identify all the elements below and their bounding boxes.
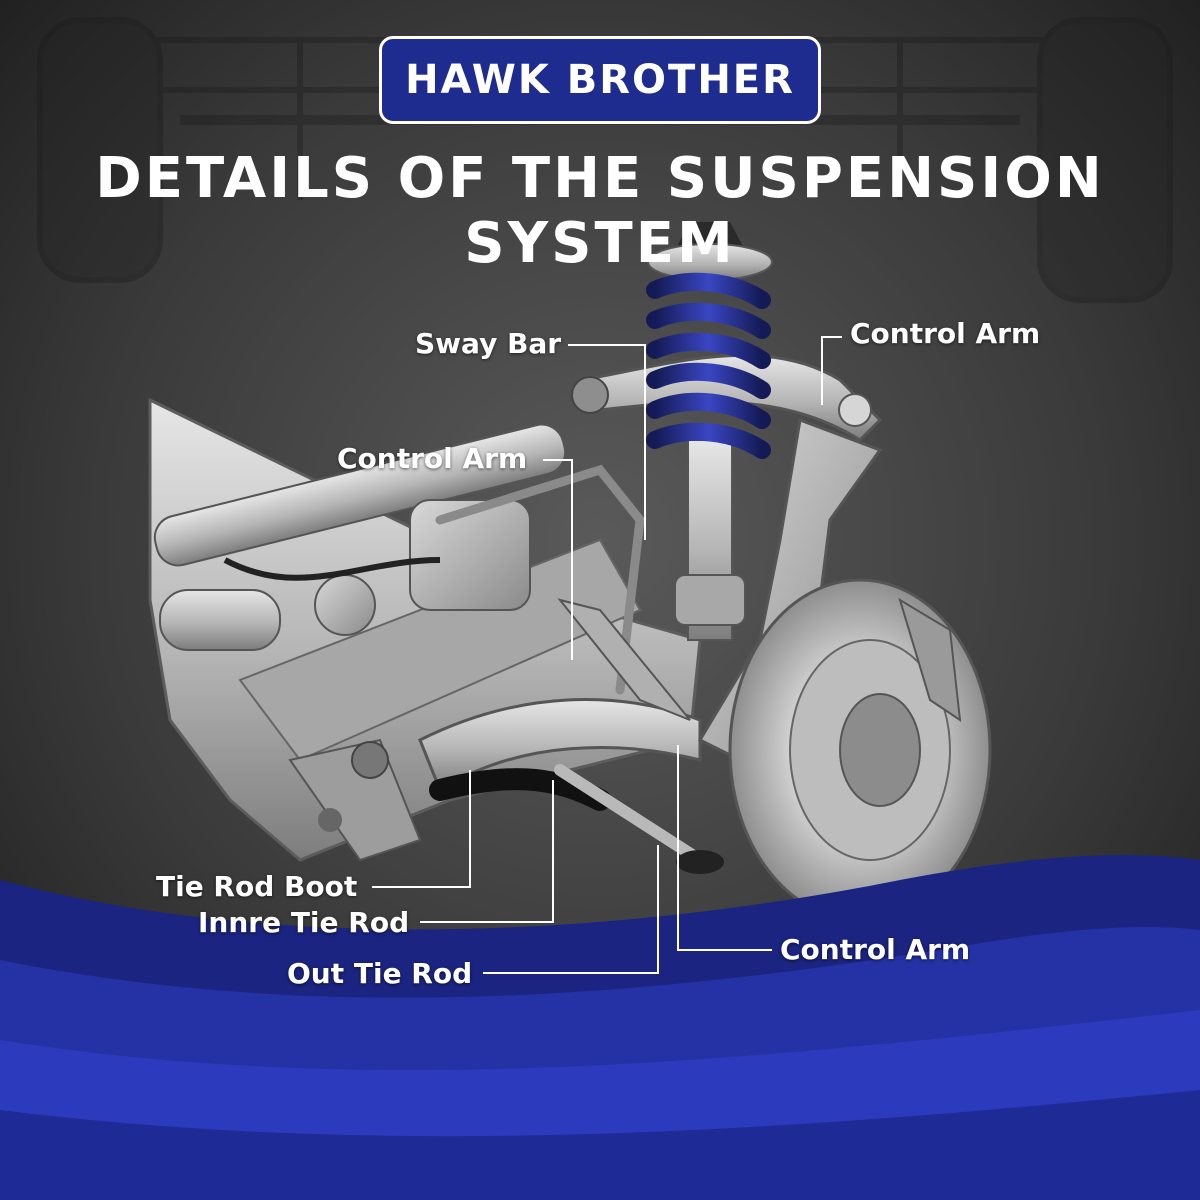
label-inner-tie-rod: Innre Tie Rod bbox=[198, 906, 410, 939]
brake-disc bbox=[728, 578, 992, 922]
leader-line-outer-tie-rod bbox=[483, 845, 659, 974]
leader-lines bbox=[372, 336, 842, 974]
label-control-arm-upper-right: Control Arm bbox=[850, 317, 1041, 350]
label-sway-bar: Sway Bar bbox=[415, 327, 562, 360]
label-control-arm-upper-left: Control Arm bbox=[337, 442, 528, 475]
brand-name: HAWK BROTHER bbox=[405, 57, 795, 103]
leader-line-control-arm-upper-right bbox=[821, 336, 842, 405]
label-tie-rod-boot: Tie Rod Boot bbox=[156, 870, 358, 903]
leader-line-sway-bar bbox=[568, 344, 646, 540]
leader-line-inner-tie-rod bbox=[420, 780, 554, 923]
leader-line-tie-rod-boot bbox=[372, 770, 471, 888]
coil-spring bbox=[646, 272, 771, 459]
leader-line-control-arm-upper-left bbox=[543, 459, 573, 660]
bottom-wave-decoration bbox=[0, 855, 1200, 1200]
brand-badge: HAWK BROTHER bbox=[379, 36, 821, 124]
leader-line-control-arm-lower bbox=[677, 745, 772, 951]
steering-rack bbox=[153, 423, 567, 651]
tie-rod bbox=[429, 764, 724, 874]
label-outer-tie-rod: Out Tie Rod bbox=[287, 957, 473, 990]
page-title: DETAILS OF THE SUSPENSION SYSTEM bbox=[95, 146, 1105, 276]
label-control-arm-lower: Control Arm bbox=[780, 933, 971, 966]
sway-bar bbox=[435, 464, 645, 695]
vehicle-underbody-silhouette bbox=[37, 17, 1173, 303]
